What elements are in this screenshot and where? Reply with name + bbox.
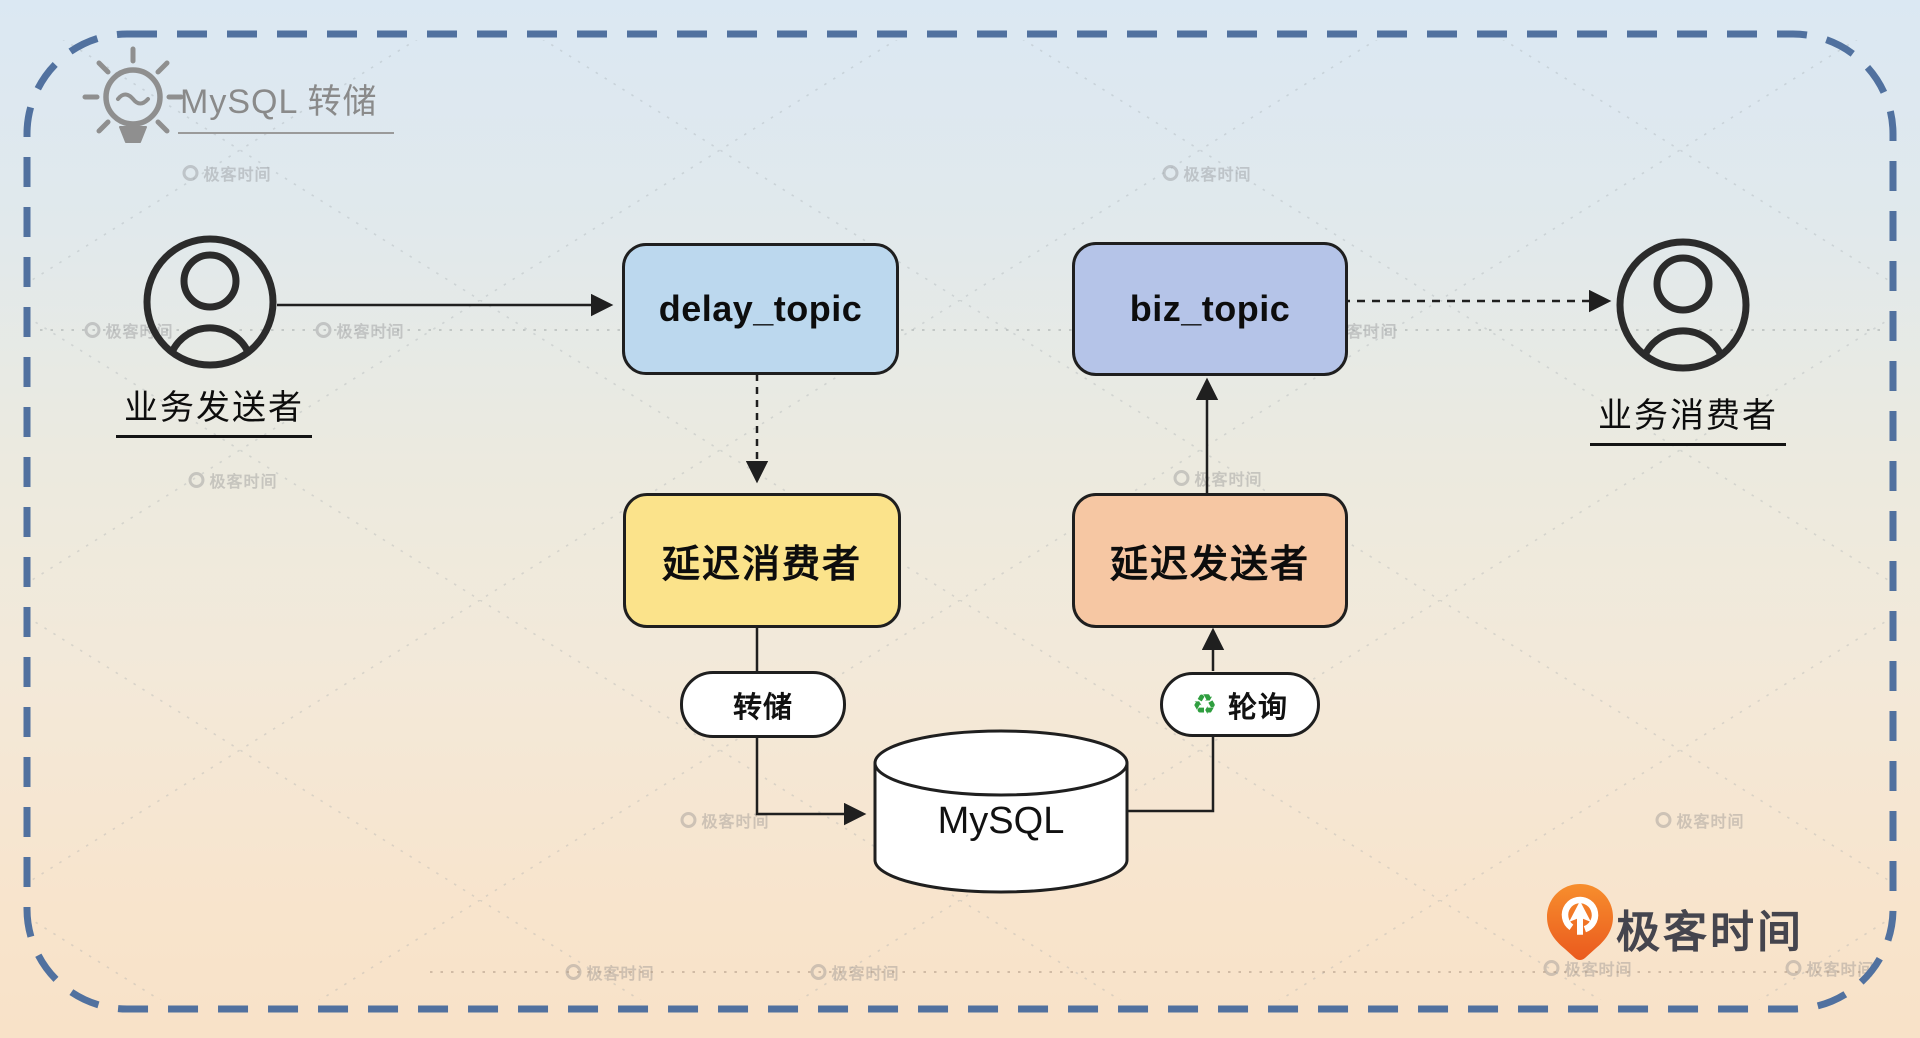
geektime-logo-icon <box>1547 884 1613 960</box>
sender-person-icon <box>143 235 277 369</box>
consumer-person-icon <box>1616 238 1750 372</box>
mysql-database-cylinder <box>873 729 1129 894</box>
diagram-dashed-border <box>23 30 1897 1013</box>
lightbulb-icon <box>82 46 184 143</box>
edge-mysql-to-poll <box>1127 733 1215 813</box>
edge-dump-to-mysql <box>755 731 867 826</box>
